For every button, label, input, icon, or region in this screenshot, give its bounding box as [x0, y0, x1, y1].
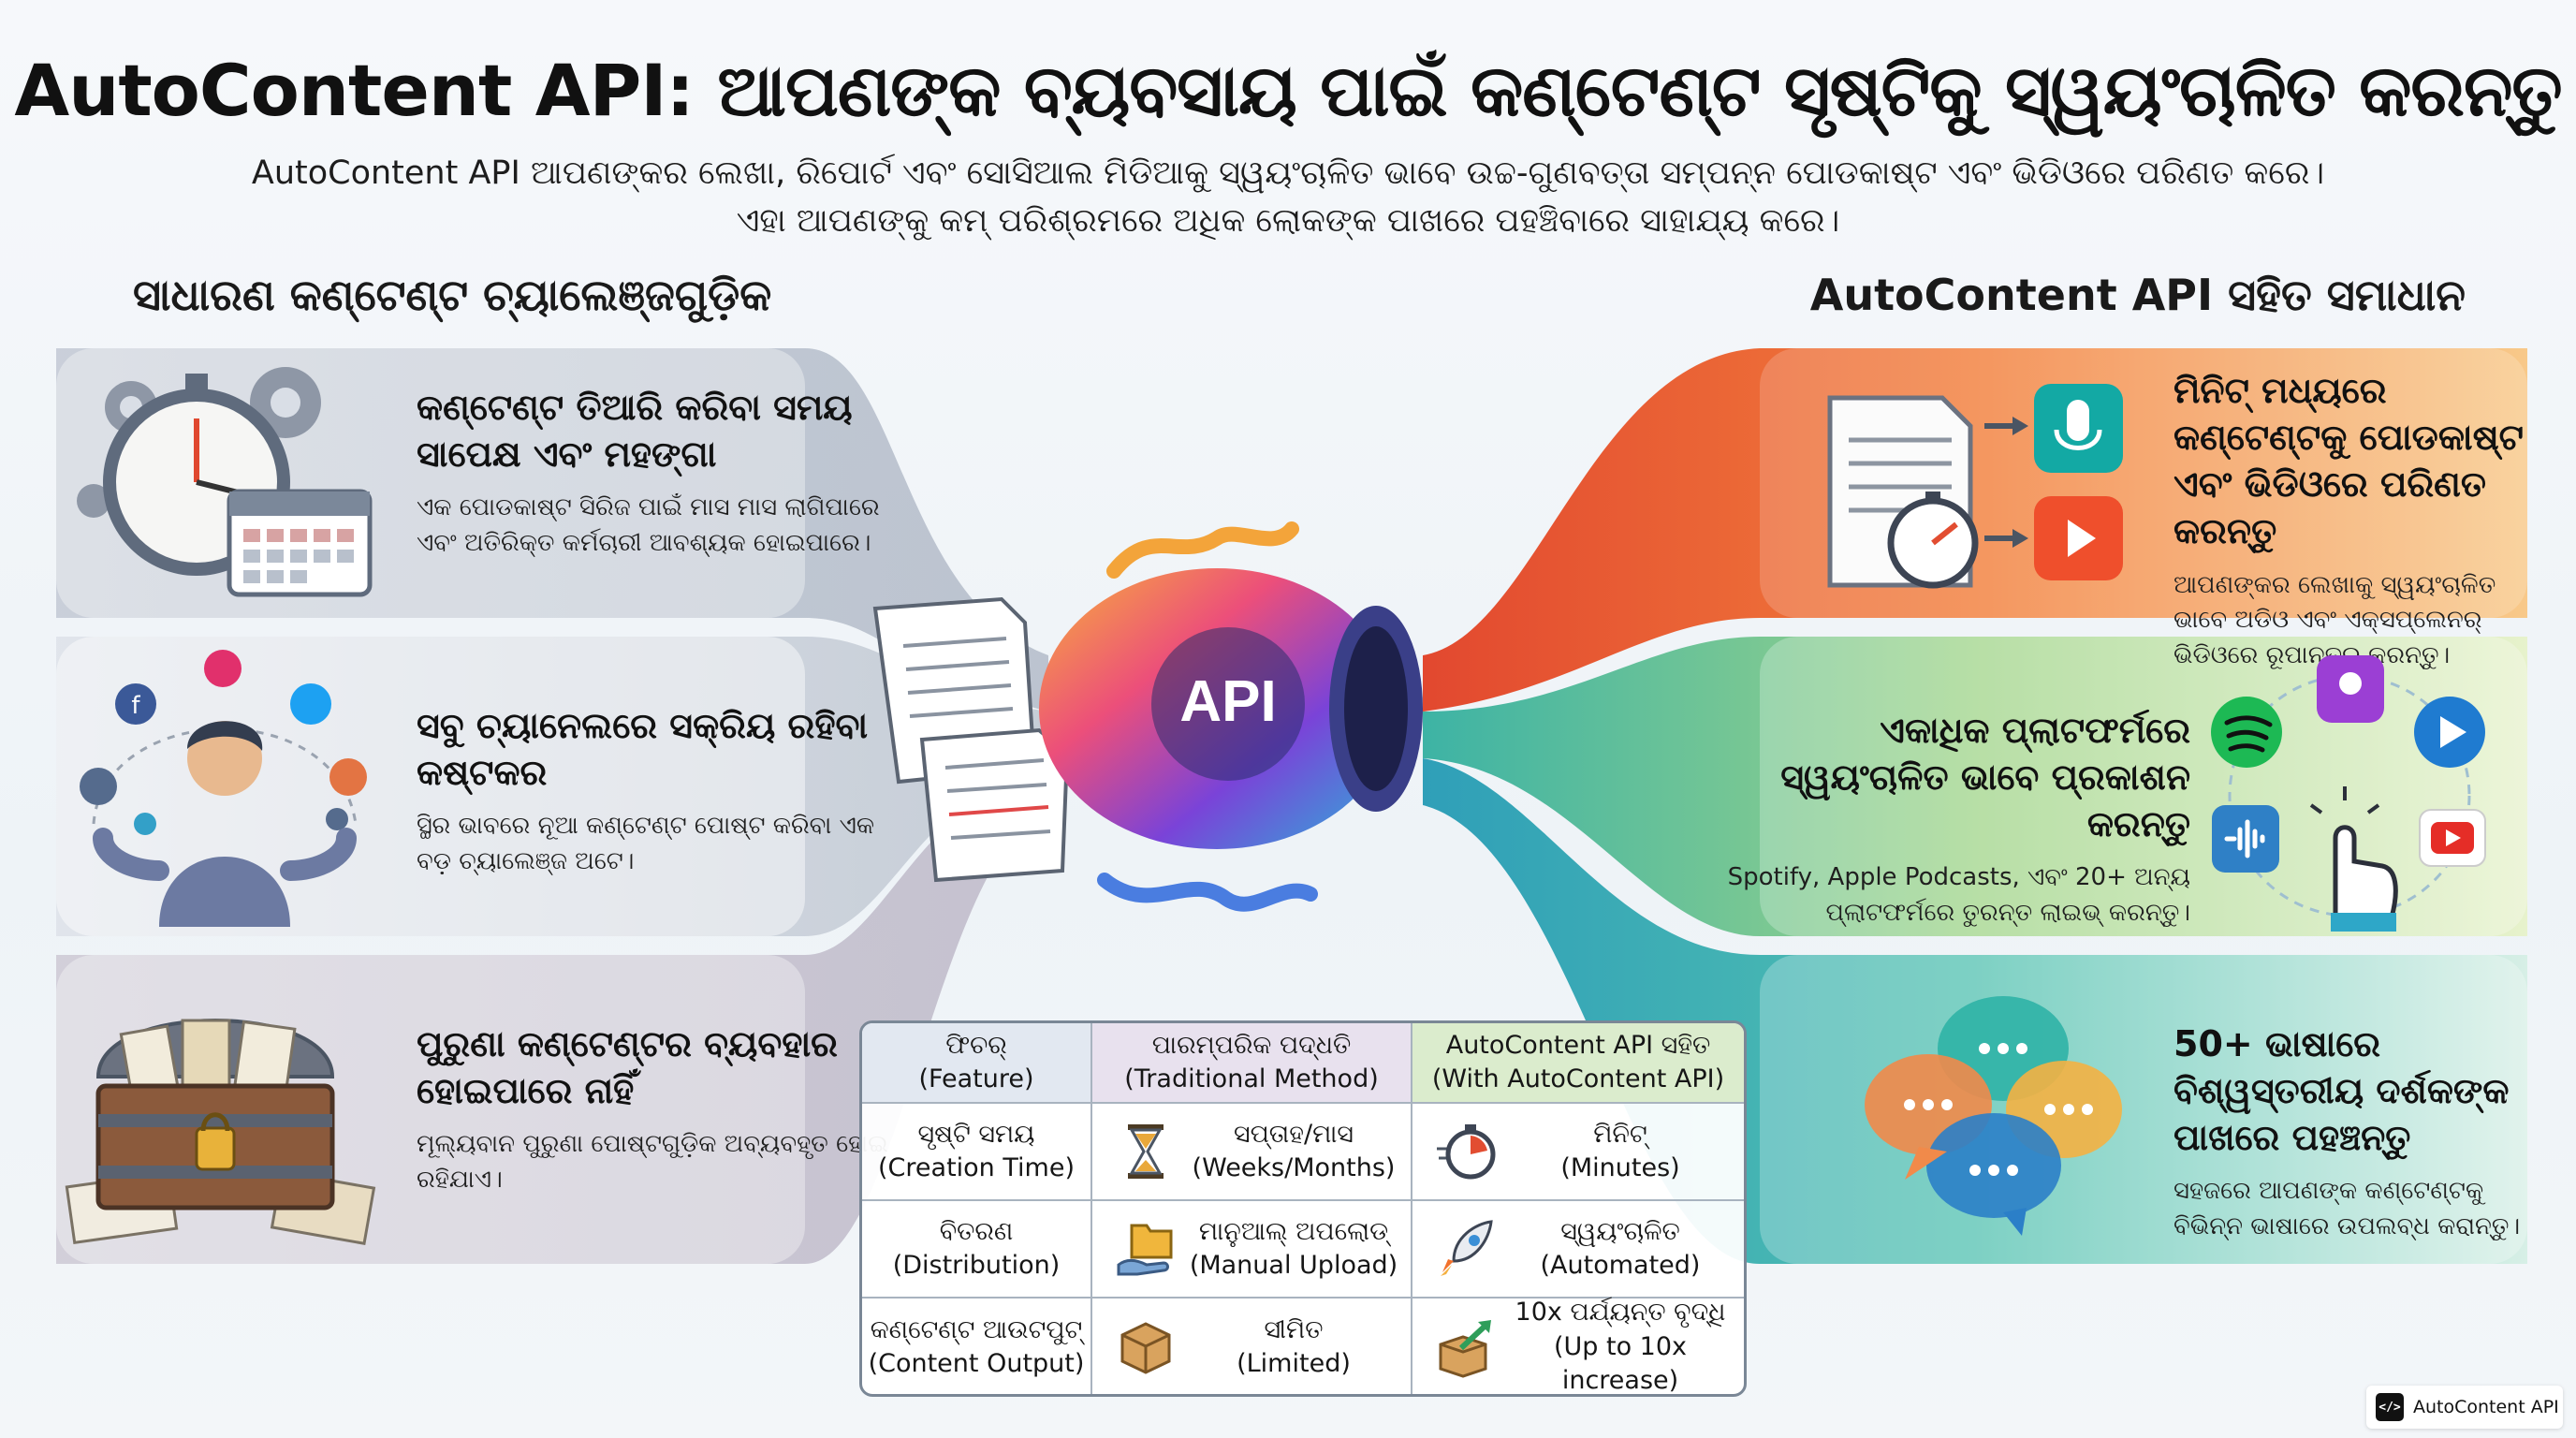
table-cell-auto: 10x ପର୍ଯ୍ୟନ୍ତ ବୃଦ୍ଧି(Up to 10x increase) — [1412, 1298, 1744, 1396]
cell-text: ସୀମିତ — [1264, 1314, 1324, 1344]
table-cell-feature: କଣ୍ଟେଣ୍ଟ ଆଉଟପୁଟ୍ (Content Output) — [862, 1299, 1092, 1394]
rocket-icon — [1441, 1220, 1493, 1276]
header-text: AutoContent API ସହିତ — [1445, 1030, 1711, 1060]
cell-text: ସପ୍ତାହ/ମାସ — [1233, 1119, 1354, 1149]
header-text-en: (Feature) — [918, 1064, 1034, 1093]
cell-text: ସ୍ୱୟଂଚାଳିତ — [1560, 1216, 1680, 1246]
cell-text-en: (Up to 10x increase) — [1553, 1331, 1688, 1396]
cell-text: ସୃଷ୍ଟି ସମୟ — [917, 1119, 1035, 1149]
subtitle-line-1: AutoContent API ଆପଣଙ୍କର ଲେଖା, ରିପୋର୍ଟ ଏବ… — [251, 154, 2325, 192]
table-header-traditional: ପାରମ୍ପରିକ ପଦ୍ଧତି (Traditional Method) — [1092, 1023, 1412, 1104]
left-band-1 — [56, 348, 1048, 712]
left-panel-1-title: କଣ୍ଟେଣ୍ଟ ତିଆରି କରିବା ସମୟ ସାପେକ୍ଷ ଏବଂ ମହଙ… — [417, 387, 853, 476]
table-cell-traditional: ମାନୁଆଲ୍ ଅପଲୋଡ୍ (Manual Upload) — [1092, 1201, 1412, 1299]
cell-text: ମାନୁଆଲ୍ ଅପଲୋଡ୍ — [1198, 1216, 1389, 1246]
header-text: ଫିଚର୍ — [945, 1030, 1007, 1060]
svg-text:f: f — [131, 692, 140, 720]
right-section-heading: AutoContent API ସହିତ ସମାଧାନ — [1809, 270, 2466, 320]
page-subtitle: AutoContent API ଆପଣଙ୍କର ଲେଖା, ରିପୋର୍ଟ ଏବ… — [0, 150, 2576, 245]
right-panel-2-desc: Spotify, Apple Podcasts, ଏବଂ 20+ ଅନ୍ୟ ପ୍… — [1727, 863, 2190, 928]
cell-text-en: (Limited) — [1237, 1349, 1351, 1378]
right-panel-3-desc: ସହଜରେ ଆପଣଙ୍କ କଣ୍ଟେଣ୍ଟକୁ ବିଭିନ୍ନ ଭାଷାରେ ଉ… — [2174, 1177, 2521, 1241]
right-panel-2: ଏକାଧିକ ପ୍ଲାଟଫର୍ମରେ ସ୍ୱୟଂଚାଳିତ ଭାବେ ପ୍ରକା… — [1722, 707, 2190, 932]
table-cell-traditional: ସୀମିତ (Limited) — [1092, 1299, 1412, 1394]
cell-text-en: (Manual Upload) — [1189, 1251, 1398, 1280]
juggling-person-icon: f — [80, 650, 367, 927]
left-section-heading: ସାଧାରଣ କଣ୍ଟେଣ୍ଟ ଚ୍ୟାଲେଞ୍ଜଗୁଡ଼ିକ — [133, 270, 772, 320]
left-panel-2: ସବୁ ଚ୍ୟାନେଲରେ ସକ୍ରିୟ ରହିବା କଷ୍ଟକର ସ୍ଥିର … — [417, 702, 903, 880]
left-panel-1-desc: ଏକ ପୋଡକାଷ୍ଟ ସିରିଜ ପାଇଁ ମାସ ମାସ ଲାଗିପାରେ … — [417, 493, 880, 557]
left-panel-1: କଣ୍ଟେଣ୍ଟ ତିଆରି କରିବା ସମୟ ସାପେକ୍ଷ ଏବଂ ମହଙ… — [417, 384, 903, 562]
locked-chest-icon — [65, 1019, 376, 1245]
right-panel-1-title: ମିନିଟ୍ ମଧ୍ୟରେ କଣ୍ଟେଣ୍ଟକୁ ପୋଡକାଷ୍ଟ ଏବଂ ଭି… — [2174, 370, 2524, 552]
cell-text: କଣ୍ଟେଣ୍ଟ ଆଉଟପୁଟ୍ — [870, 1314, 1083, 1344]
page-title: AutoContent API: ଆପଣଙ୍କ ବ୍ୟବସାୟ ପାଇଁ କଣ୍… — [14, 49, 2562, 132]
header-text-en: (Traditional Method) — [1124, 1064, 1379, 1093]
right-panel-2-title: ଏକାଧିକ ପ୍ଲାଟଫର୍ମରେ ସ୍ୱୟଂଚାଳିତ ଭାବେ ପ୍ରକା… — [1780, 710, 2190, 845]
brand-badge-label: AutoContent API — [2413, 1397, 2559, 1417]
table-cell-traditional: ସପ୍ତାହ/ମାସ (Weeks/Months) — [1092, 1104, 1412, 1201]
comparison-table: ଫିଚର୍ (Feature) ପାରମ୍ପରିକ ପଦ୍ଧତି (Traditio… — [859, 1020, 1747, 1397]
left-panel-3: ପୁରୁଣା କଣ୍ଟେଣ୍ଟର ବ୍ୟବହାର ହୋଇପାରେ ନାହିଁ ମ… — [417, 1020, 903, 1198]
cell-text: ମିନିଟ୍ — [1593, 1119, 1647, 1149]
brand-badge[interactable]: </> AutoContent API — [2366, 1386, 2563, 1429]
left-panel-2-desc: ସ୍ଥିର ଭାବରେ ନୂଆ କଣ୍ଟେଣ୍ଟ ପୋଷ୍ଟ କରିବା ଏକ … — [417, 812, 875, 875]
left-panel-3-title: ପୁରୁଣା କଣ୍ଟେଣ୍ଟର ବ୍ୟବହାର ହୋଇପାରେ ନାହିଁ — [417, 1023, 838, 1112]
table-cell-feature: ବିତରଣ (Distribution) — [862, 1201, 1092, 1299]
platform-publish-icon — [2211, 655, 2486, 932]
right-panel-3: 50+ ଭାଷାରେ ବିଶ୍ୱସ୍ତରୀୟ ଦର୍ଶକଙ୍କ ପାଖରେ ପହ… — [2174, 1020, 2548, 1245]
right-panel-3-title: 50+ ଭାଷାରେ ବିଶ୍ୱସ୍ତରୀୟ ଦର୍ଶକଙ୍କ ପାଖରେ ପହ… — [2174, 1023, 2510, 1159]
cell-text-en: (Distribution) — [892, 1251, 1061, 1280]
cell-text: 10x ପର୍ଯ୍ୟନ୍ତ ବୃଦ୍ଧି — [1515, 1298, 1726, 1328]
stopwatch-calendar-icon — [77, 367, 373, 597]
cell-text-en: (Weeks/Months) — [1192, 1153, 1396, 1182]
cell-text: ବିତରଣ — [939, 1216, 1014, 1246]
code-icon: </> — [2376, 1393, 2404, 1421]
header-text-en: (With AutoContent API) — [1431, 1064, 1725, 1093]
document-to-media-icon — [1827, 384, 2123, 589]
table-cell-auto: ସ୍ୱୟଂଚାଳିତ (Automated) — [1412, 1201, 1744, 1299]
cell-text-en: (Creation Time) — [878, 1153, 1075, 1182]
api-label: API — [1179, 669, 1276, 734]
folder-hand-icon — [1117, 1224, 1173, 1276]
box-icon — [1120, 1322, 1171, 1374]
fast-stopwatch-icon — [1437, 1124, 1496, 1180]
cell-text-en: (Minutes) — [1560, 1153, 1680, 1182]
table-header-feature: ଫିଚର୍ (Feature) — [862, 1023, 1092, 1104]
hourglass-icon — [1128, 1124, 1164, 1179]
api-hub-icon — [1039, 521, 1423, 912]
left-panel-2-title: ସବୁ ଚ୍ୟାନେଲରେ ସକ୍ରିୟ ରହିବା କଷ୍ଟକର — [417, 705, 869, 794]
table-cell-auto: ମିନିଟ୍ (Minutes) — [1412, 1104, 1744, 1201]
table-cell-feature: ସୃଷ୍ଟି ସମୟ (Creation Time) — [862, 1104, 1092, 1201]
left-panel-3-desc: ମୂଲ୍ୟବାନ ପୁରୁଣା ପୋଷ୍ଟଗୁଡ଼ିକ ଅବ୍ୟବହୃତ ହୋଇ… — [417, 1130, 888, 1194]
right-panel-1: ମିନିଟ୍ ମଧ୍ୟରେ କଣ୍ଟେଣ୍ଟକୁ ପୋଡକାଷ୍ଟ ଏବଂ ଭି… — [2174, 367, 2548, 674]
cell-text-en: (Automated) — [1540, 1251, 1701, 1280]
right-panel-1-desc: ଆପଣଙ୍କର ଲେଖାକୁ ସ୍ୱୟଂଚାଳିତ ଭାବେ ଅଡିଓ ଏବଂ … — [2174, 570, 2496, 669]
subtitle-line-2: ଏହା ଆପଣଙ୍କୁ କମ୍ ପରିଶ୍ରମରେ ଅଧିକ ଲୋକଙ୍କ ପା… — [736, 201, 1840, 240]
table-header-autocontent: AutoContent API ସହିତ (With AutoContent AP… — [1412, 1023, 1744, 1104]
box-growth-icon — [1439, 1320, 1491, 1378]
header-text: ପାରମ୍ପରିକ ପଦ୍ଧତି — [1151, 1030, 1352, 1060]
input-documents-icon — [872, 596, 1070, 883]
speech-bubbles-icon — [1865, 996, 2122, 1236]
cell-text-en: (Content Output) — [868, 1349, 1085, 1378]
